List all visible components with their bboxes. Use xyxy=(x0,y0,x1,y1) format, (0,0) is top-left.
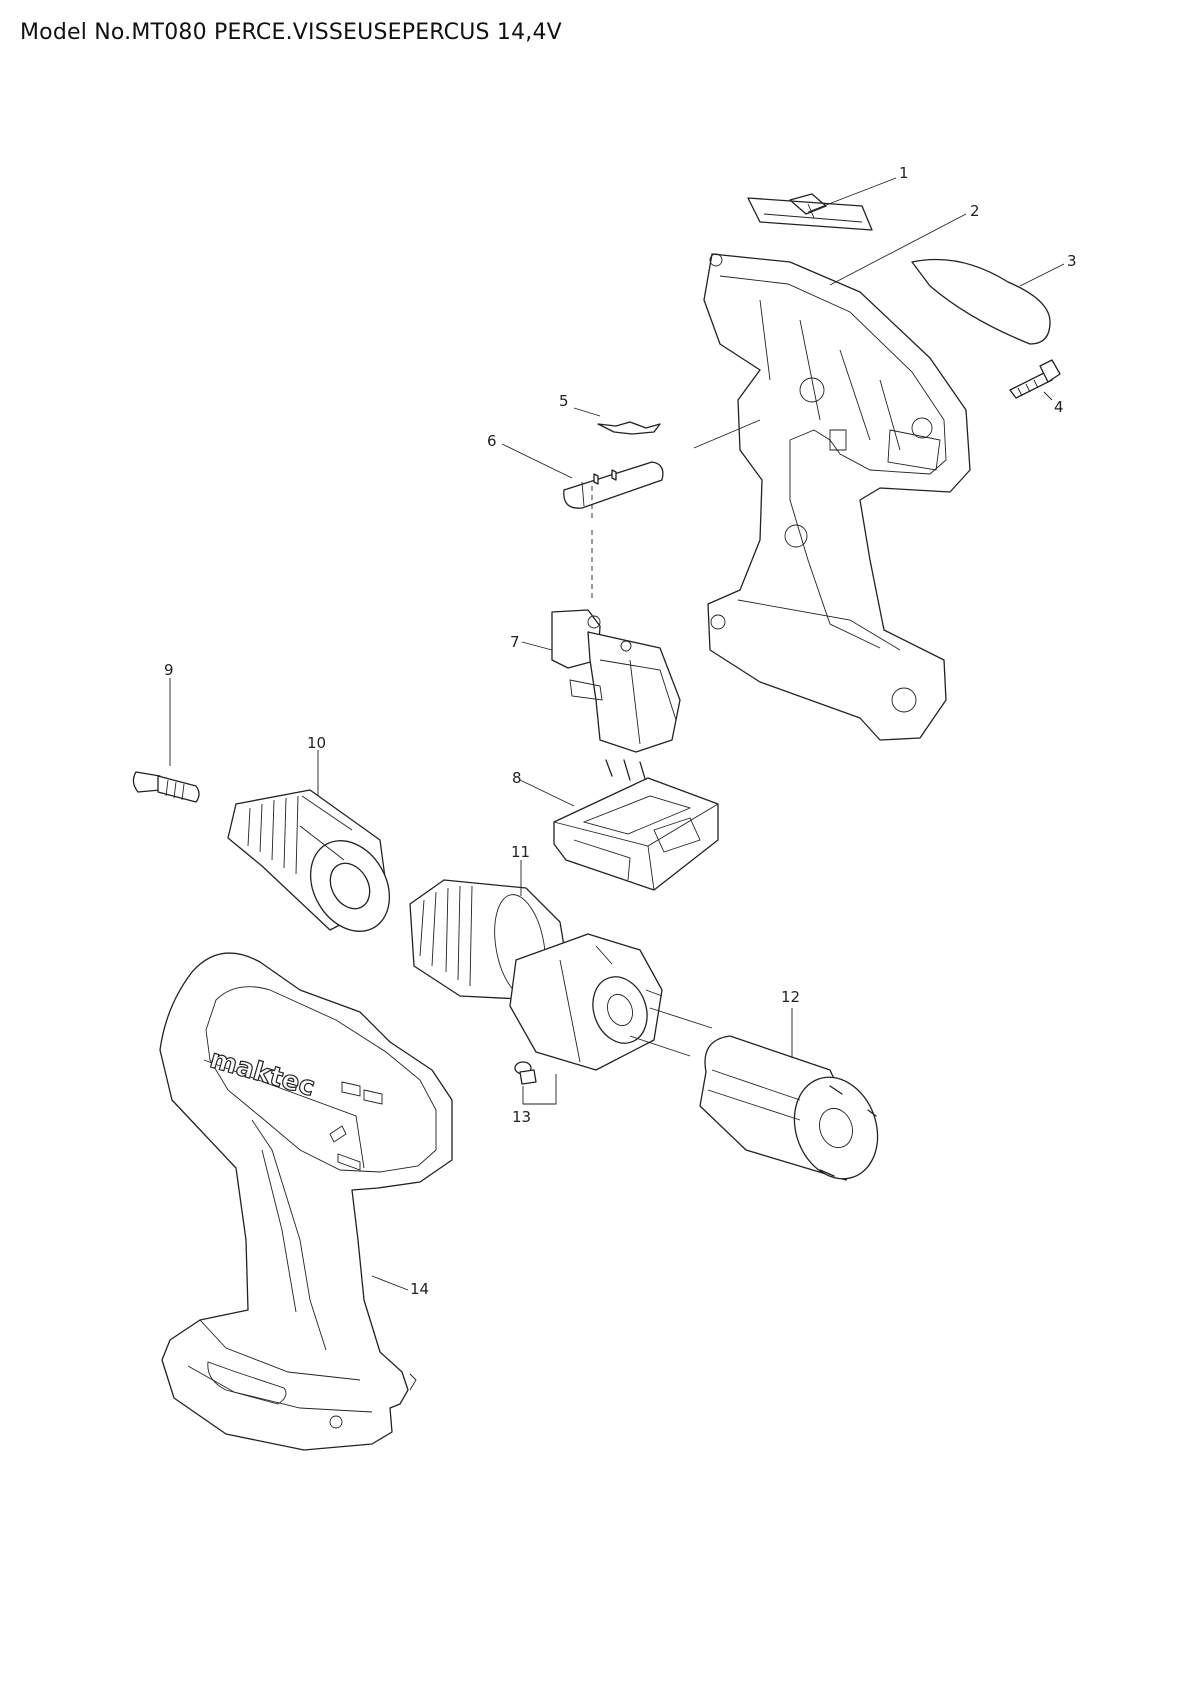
part-number-9: 9 xyxy=(164,661,174,679)
part-14-housing: maktec xyxy=(159,952,453,1451)
part-10-keyless-chuck xyxy=(227,789,390,932)
part-2-housing-set xyxy=(703,253,971,741)
part-number-8: 8 xyxy=(512,769,522,787)
part-6-change-lever xyxy=(563,461,664,600)
part-13-screw xyxy=(514,1061,537,1085)
part-5-leaf-spring xyxy=(597,421,661,435)
part-number-4: 4 xyxy=(1054,398,1064,416)
part-4-tapping-screw xyxy=(1009,359,1061,399)
part-number-12: 12 xyxy=(781,988,800,1006)
part-number-5: 5 xyxy=(559,392,569,410)
part-3-name-plate xyxy=(911,258,1051,345)
part-number-3: 3 xyxy=(1067,252,1077,270)
part-number-11: 11 xyxy=(511,843,530,861)
part-number-1: 1 xyxy=(899,164,909,182)
page-title: Model No.MT080 PERCE.VISSEUSEPERCUS 14,4… xyxy=(20,20,562,45)
part-number-7: 7 xyxy=(510,633,520,651)
part-number-14: 14 xyxy=(410,1280,429,1298)
part-12-dc-motor xyxy=(699,1035,879,1181)
part-1-switch-cover xyxy=(747,193,873,231)
part-number-labels: 1 2 3 4 5 6 7 8 9 10 11 12 13 14 xyxy=(164,164,1077,1298)
part-number-6: 6 xyxy=(487,432,497,450)
part-11-gear-assembly xyxy=(409,879,713,1071)
part-number-2: 2 xyxy=(970,202,980,220)
part-7-switch xyxy=(551,609,681,783)
part-number-10: 10 xyxy=(307,734,326,752)
leader-lines xyxy=(169,177,1065,1291)
part-9-flat-head-screw xyxy=(132,771,200,803)
part-number-13: 13 xyxy=(512,1108,531,1126)
part-8-terminal-case xyxy=(553,777,719,891)
